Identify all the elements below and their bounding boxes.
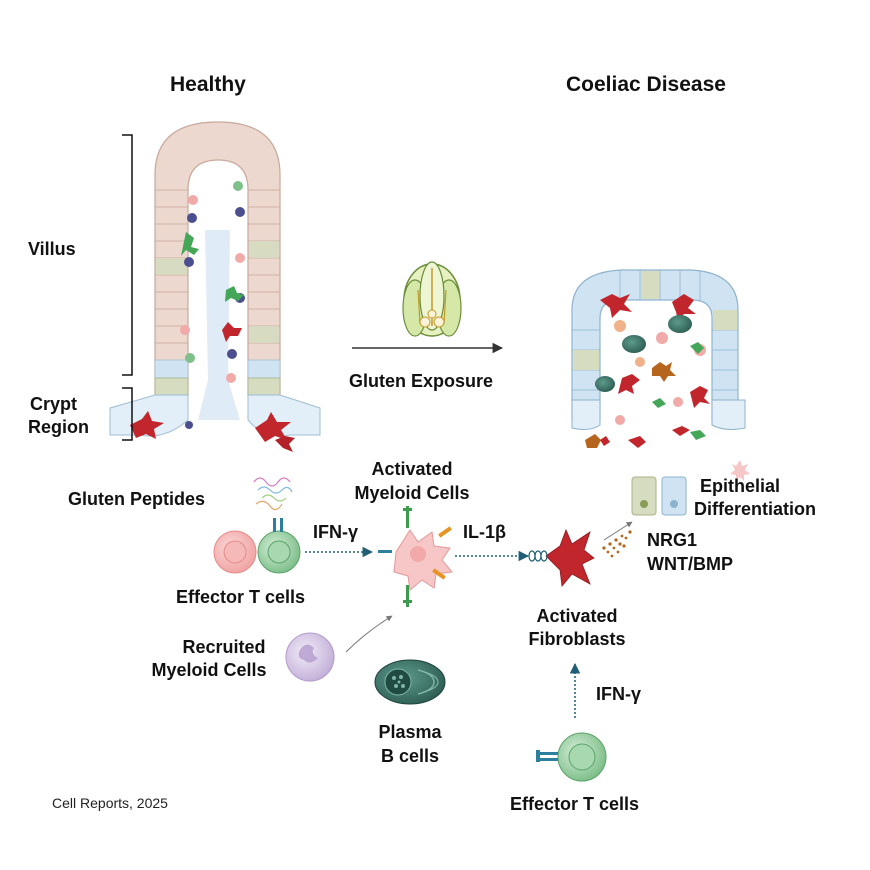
crypt-bracket: [122, 387, 133, 441]
wnt-bmp-label: WNT/BMP: [647, 554, 733, 574]
healthy-crypt-cell: [154, 359, 189, 379]
ifn-gamma-label-1: IFN-γ: [313, 522, 358, 542]
activated-fibroblasts-label-line2: Fibroblasts: [528, 629, 626, 649]
coeliac-crypt-base-left: [571, 399, 601, 430]
ifn-gamma-label-2: IFN-γ: [596, 684, 641, 704]
healthy-title: Healthy: [170, 73, 246, 96]
epithelial-cells-icon: [631, 460, 750, 516]
activated-myeloid-cell: [378, 506, 453, 607]
epithelial-star-cell: [730, 460, 750, 481]
plasma-b-cell: [374, 659, 446, 705]
gluten-wheat-icon: [402, 261, 462, 337]
recruited-myeloid-label-line2: Myeloid Cells: [151, 660, 267, 680]
healthy-crypt-cell: [247, 359, 281, 379]
villus-label: Villus: [28, 239, 76, 259]
recruited-myeloid-label-line1: Recruited: [182, 637, 266, 657]
healthy-green-cell: [249, 326, 279, 343]
activated-myeloid-label-line2: Myeloid Cells: [354, 483, 470, 503]
epithelial-label-line1: Epithelial: [700, 476, 781, 496]
effector-t-cells-bottom-label: Effector T cells: [510, 794, 640, 814]
gluten-exposure-label: Gluten Exposure: [349, 371, 494, 391]
gluten-peptides-icon: [253, 477, 293, 511]
healthy-fibroblast: [130, 411, 164, 439]
citation: Cell Reports, 2025: [52, 795, 168, 811]
healthy-villus: [109, 121, 321, 452]
gluten-peptides-label: Gluten Peptides: [68, 489, 206, 509]
healthy-crypt-cell: [247, 377, 281, 396]
healthy-fibroblast: [275, 436, 295, 452]
coeliac-villus: [571, 269, 746, 448]
activated-fibroblasts-label-line1: Activated: [536, 606, 618, 626]
healthy-villus-core: [198, 230, 240, 420]
coeliac-title: Coeliac Disease: [566, 73, 726, 96]
effector-t-cells-label: Effector T cells: [176, 587, 306, 607]
activated-fibroblast: [528, 528, 595, 587]
recruited-myeloid-cell: [285, 632, 335, 682]
coeliac-crypt-base-right: [711, 399, 746, 430]
il1-beta-label: IL-1β: [463, 522, 506, 542]
coeliac-infiltrate: [595, 294, 710, 408]
villus-bracket: [122, 134, 133, 376]
nrg1-arrow: [603, 521, 633, 541]
effector-t-cells-left: [213, 518, 301, 574]
plasma-label-line2: B cells: [380, 746, 440, 766]
nrg1-signal-spray: [602, 530, 632, 558]
plasma-label-line1: Plasma: [378, 722, 442, 742]
activated-myeloid-label-line1: Activated: [371, 459, 453, 479]
healthy-fibroblast: [255, 412, 291, 442]
crypt-label-line2: Region: [28, 417, 89, 437]
effector-t-cell-bottom: [536, 732, 607, 782]
recruited-myeloid-arrow: [345, 615, 393, 653]
healthy-green-cell: [249, 241, 279, 258]
epithelial-label-line2: Differentiation: [694, 499, 817, 519]
nrg1-label: NRG1: [647, 530, 698, 550]
crypt-label-line1: Crypt: [30, 394, 78, 414]
healthy-green-cell: [156, 258, 187, 275]
healthy-immune-cells: [180, 181, 245, 429]
healthy-crypt-cell: [154, 377, 189, 396]
